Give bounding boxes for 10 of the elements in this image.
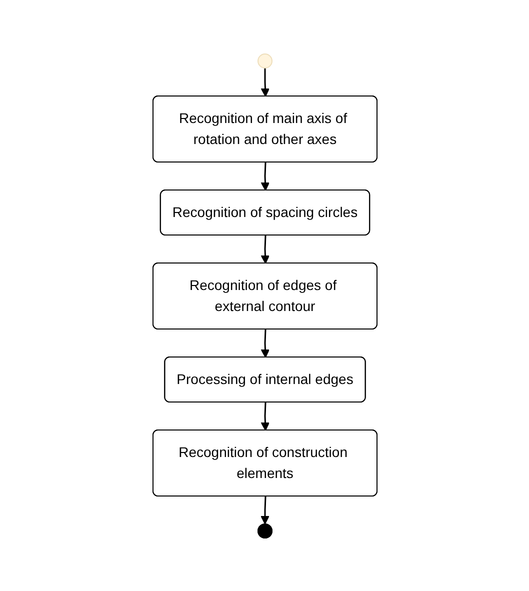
node-circle [257,53,272,68]
arrow [260,68,270,96]
node-text: Recognition of construction elements [178,444,347,480]
node-text: Recognition of main axis of rotation and other axes [178,110,347,146]
arrow [260,162,270,190]
arrow [260,402,270,430]
arrow [260,234,270,264]
arrow [260,328,270,358]
node-text: Recognition of edges of external contour [189,276,336,314]
arrow [260,496,269,524]
